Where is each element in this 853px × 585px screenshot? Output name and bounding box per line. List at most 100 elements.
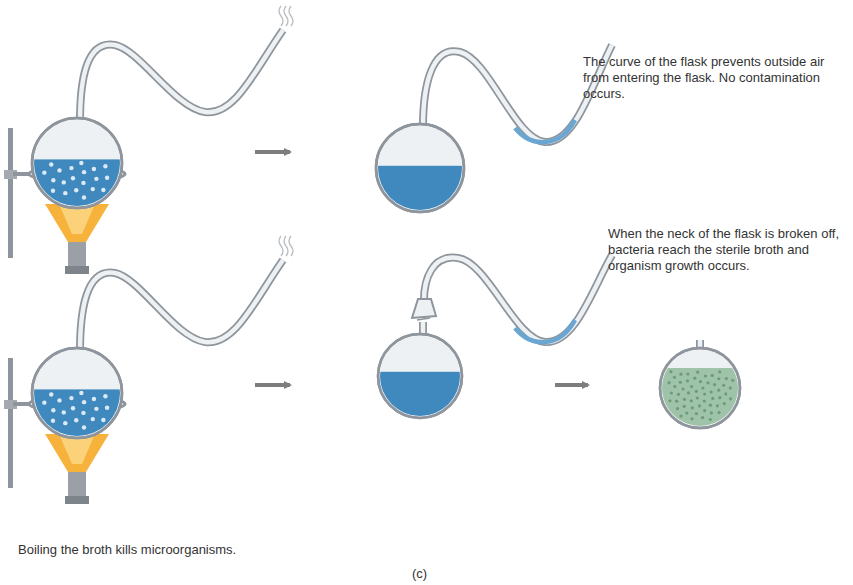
- bubble: [51, 178, 55, 182]
- broth: [660, 368, 740, 448]
- bubble: [81, 411, 85, 415]
- broken-neck: [424, 255, 612, 342]
- bubble: [686, 379, 689, 382]
- bubble: [709, 404, 712, 407]
- bubble: [699, 380, 702, 383]
- bubble: [74, 188, 78, 192]
- step-arrow: [255, 150, 290, 154]
- steam: [284, 236, 288, 256]
- flame: [45, 434, 109, 472]
- annotation: Boiling the broth kills microorganisms.: [18, 542, 236, 558]
- broken-neck-end: [412, 299, 436, 318]
- bubble: [717, 411, 720, 414]
- broth: [378, 372, 462, 456]
- bubble: [711, 374, 714, 377]
- bubble: [668, 399, 671, 402]
- bubble: [693, 377, 696, 380]
- bubble: [725, 377, 728, 380]
- bubble: [49, 162, 53, 166]
- bubble: [681, 387, 684, 390]
- bubble: [704, 374, 707, 377]
- flask-bulb: [376, 124, 464, 212]
- broken-neck: [424, 255, 612, 342]
- swan-neck: [80, 30, 283, 122]
- bubble: [71, 406, 75, 410]
- bubble: [713, 383, 716, 386]
- burner: [68, 472, 86, 500]
- broth: [378, 372, 462, 456]
- bubble: [717, 377, 720, 380]
- bubble: [42, 400, 46, 404]
- steam: [284, 6, 288, 26]
- bubble: [690, 417, 693, 420]
- bubble: [79, 161, 83, 165]
- bubble: [94, 177, 98, 181]
- bubble: [69, 166, 73, 170]
- bubble: [679, 373, 682, 376]
- bubble: [709, 418, 712, 421]
- bubble: [703, 400, 706, 403]
- bubble: [49, 392, 53, 396]
- bubble: [675, 400, 678, 403]
- ring-stand: [8, 128, 13, 258]
- bubble: [51, 189, 55, 193]
- step-arrow: [255, 383, 290, 387]
- flask-bulb: [32, 118, 122, 208]
- bubble: [683, 405, 686, 408]
- bubble: [718, 370, 721, 373]
- broth: [32, 389, 122, 479]
- bubble: [683, 398, 686, 401]
- bubble: [92, 397, 96, 401]
- broth: [376, 166, 464, 254]
- bubble: [696, 396, 699, 399]
- bubble: [695, 412, 698, 415]
- bubble: [103, 394, 107, 398]
- bubble: [718, 396, 721, 399]
- bubble: [723, 402, 726, 405]
- bubble: [729, 386, 732, 389]
- bubble: [676, 407, 679, 410]
- bubble: [677, 393, 680, 396]
- bubble: [51, 408, 55, 412]
- steam: [279, 236, 283, 256]
- bubble: [685, 411, 688, 414]
- bubble: [698, 404, 701, 407]
- broth: [660, 368, 740, 448]
- annotation: The curve of the flask prevents outside …: [583, 54, 848, 102]
- bubble: [690, 399, 693, 402]
- flask-bulb: [660, 348, 740, 428]
- bubble: [57, 168, 61, 172]
- bubble: [94, 407, 98, 411]
- bubble: [701, 416, 704, 419]
- bubble: [63, 191, 67, 195]
- bubble: [62, 410, 66, 414]
- bubble: [669, 370, 672, 373]
- burner: [65, 266, 89, 274]
- bubble: [668, 381, 671, 384]
- swan-neck: [80, 260, 283, 352]
- step-arrow: [555, 383, 588, 387]
- bubble: [91, 187, 95, 191]
- bubble: [711, 397, 714, 400]
- bubble: [82, 170, 86, 174]
- bubble: [731, 379, 734, 382]
- bubble: [51, 419, 55, 423]
- broth: [32, 159, 122, 249]
- steam: [279, 6, 283, 26]
- clamp-rod: [13, 402, 30, 406]
- annotation: When the neck of the flask is broken off…: [608, 226, 840, 274]
- bubble: [691, 406, 694, 409]
- bubble: [82, 195, 86, 199]
- bubble: [101, 418, 105, 422]
- bubble: [701, 386, 704, 389]
- bubble: [63, 421, 67, 425]
- steam: [289, 6, 293, 26]
- panel-label: (c): [412, 566, 427, 582]
- bubble: [710, 390, 713, 393]
- bubble: [62, 180, 66, 184]
- bubble: [717, 389, 720, 392]
- bubble: [74, 418, 78, 422]
- bubble: [695, 390, 698, 393]
- bubble: [103, 164, 107, 168]
- broth: [32, 159, 122, 249]
